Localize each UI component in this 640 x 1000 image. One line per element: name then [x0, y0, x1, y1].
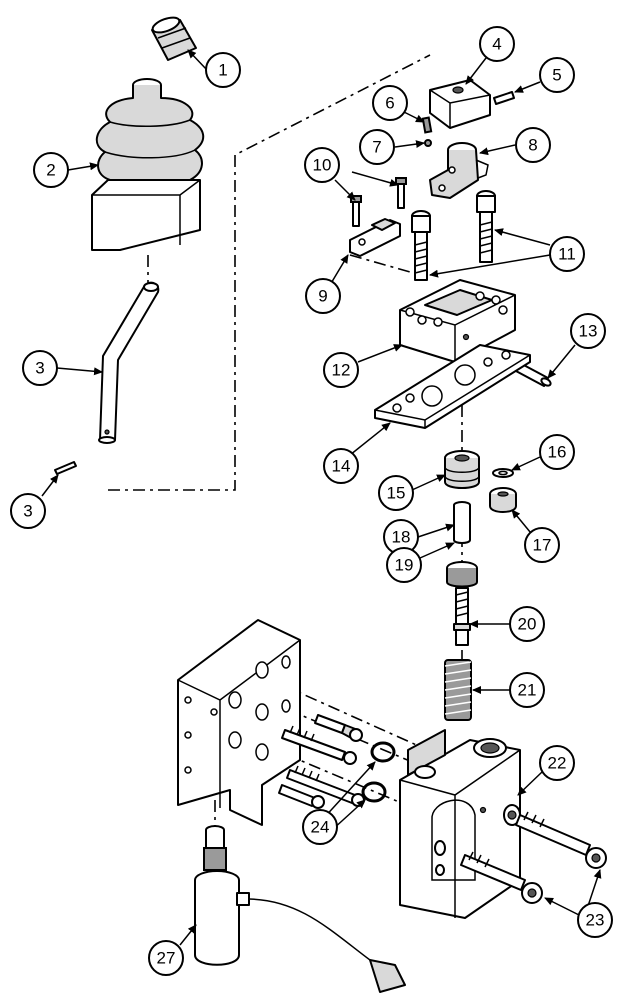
callout-27-label: 27 — [157, 949, 176, 968]
callout-22: 22 — [539, 745, 575, 781]
part-9-bracket — [349, 218, 401, 257]
callout-18: 18 — [383, 519, 419, 555]
callout-13-label: 13 — [579, 322, 598, 341]
mounting-plate — [177, 619, 301, 826]
part-23-bolts — [460, 811, 607, 904]
callout-14: 14 — [323, 448, 359, 484]
part-16-washer — [492, 468, 514, 478]
part-7-ball — [424, 139, 432, 147]
callout-15: 15 — [378, 475, 414, 511]
callout-23-label: 23 — [586, 911, 605, 930]
callout-17: 17 — [524, 527, 560, 563]
part-2-boot — [91, 78, 205, 251]
part-18-plunger — [453, 501, 471, 544]
part-17-bearing — [489, 487, 517, 513]
callout-20: 20 — [509, 606, 545, 642]
part-20-screw — [446, 561, 478, 646]
callout-5-label: 5 — [552, 66, 561, 85]
part-4-block — [429, 79, 491, 129]
part-15-cap — [444, 450, 480, 489]
callout-15-label: 15 — [387, 484, 406, 503]
callout-19: 19 — [386, 547, 422, 583]
callout-24-label: 24 — [311, 818, 330, 837]
part-21-spring — [444, 659, 472, 721]
callout-2-label: 2 — [46, 161, 55, 180]
callout-24: 24 — [302, 809, 338, 845]
callout-3-lever: 3 — [22, 350, 58, 386]
callout-12: 12 — [323, 352, 359, 388]
callout-6: 6 — [372, 85, 408, 121]
part-6-setscrew — [421, 116, 433, 134]
part-27-solenoid — [194, 825, 406, 993]
part-24-orings — [361, 741, 396, 803]
callout-11: 11 — [549, 236, 585, 272]
callout-23: 23 — [577, 902, 613, 938]
part-3-pin — [54, 461, 77, 475]
callout-10: 10 — [304, 147, 340, 183]
part-14-plate — [374, 344, 531, 429]
callout-16-label: 16 — [548, 443, 567, 462]
callout-21-label: 21 — [518, 681, 537, 700]
callout-4-label: 4 — [492, 35, 501, 54]
callout-1: 1 — [205, 52, 241, 88]
part-10-screws — [350, 177, 407, 227]
callout-7: 7 — [359, 129, 395, 165]
part-3-lever — [98, 281, 160, 444]
callout-3-pin-label: 3 — [23, 502, 32, 521]
leader-lines — [41, 49, 602, 946]
callout-8-label: 8 — [528, 136, 537, 155]
callout-13: 13 — [570, 313, 606, 349]
callout-3-lever-label: 3 — [35, 359, 44, 378]
callout-11-label: 11 — [558, 245, 576, 264]
callout-16: 16 — [539, 434, 575, 470]
part-11-capscrews — [411, 190, 496, 281]
callout-18-label: 18 — [392, 528, 411, 547]
callout-12-label: 12 — [332, 361, 351, 380]
callout-3-pin: 3 — [10, 493, 46, 529]
callout-9: 9 — [305, 278, 341, 314]
callout-2: 2 — [33, 152, 69, 188]
part-22-valve-body — [399, 729, 521, 919]
callout-19-label: 19 — [395, 556, 414, 575]
callout-1-label: 1 — [218, 61, 227, 80]
callout-20-label: 20 — [518, 615, 537, 634]
callout-22-label: 22 — [548, 754, 567, 773]
callout-7-label: 7 — [372, 138, 381, 157]
part-1-knob — [151, 16, 197, 61]
callout-9-label: 9 — [318, 287, 327, 306]
callout-4: 4 — [479, 26, 515, 62]
callout-14-label: 14 — [332, 457, 351, 476]
callout-27: 27 — [148, 940, 184, 976]
part-12-housing — [399, 279, 516, 363]
part-5-pin — [493, 91, 515, 105]
callout-5: 5 — [539, 57, 575, 93]
callout-21: 21 — [509, 672, 545, 708]
callout-17-label: 17 — [533, 536, 552, 555]
callout-6-label: 6 — [385, 94, 394, 113]
callout-8: 8 — [515, 127, 551, 163]
part-8-yoke — [429, 142, 489, 199]
callout-10-label: 10 — [313, 156, 332, 175]
